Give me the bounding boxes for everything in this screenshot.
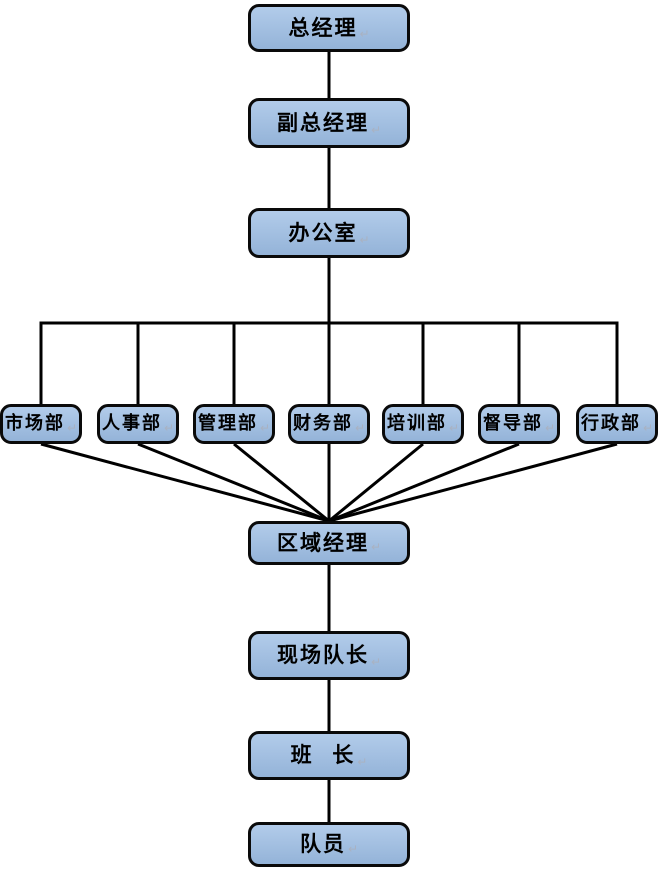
org-node-label: 区域经理: [276, 530, 369, 555]
line-fan-dept-7: [328, 442, 618, 523]
paragraph-mark-icon: ↵: [359, 233, 370, 247]
org-node-label: 管理部: [197, 413, 258, 434]
line-fan-dept-2: [137, 442, 330, 523]
org-node-team-member[interactable]: 队员 ↵: [248, 822, 410, 867]
org-node-office[interactable]: 办公室 ↵: [248, 208, 410, 258]
org-node-label: 总经理: [288, 15, 358, 40]
line-fan-dept-3: [233, 442, 330, 523]
org-node-label: 现场队长: [276, 643, 369, 667]
org-node-label: 人事部: [101, 413, 162, 434]
paragraph-mark-icon: ↵: [370, 123, 382, 137]
org-node-dept-management[interactable]: 管理部 ↵: [193, 404, 275, 444]
org-node-squad-leader[interactable]: 班 长 ↵: [248, 731, 410, 780]
org-node-label: 行政部: [580, 413, 641, 434]
paragraph-mark-icon: ↵: [163, 421, 175, 435]
org-node-label: 培训部: [386, 413, 447, 434]
paragraph-mark-icon: ↵: [347, 842, 359, 856]
paragraph-mark-icon: ↵: [354, 421, 366, 435]
paragraph-mark-icon: ↵: [359, 27, 370, 41]
org-node-regional-manager[interactable]: 区域经理 ↵: [248, 521, 410, 565]
org-node-dept-training[interactable]: 培训部 ↵: [382, 404, 464, 444]
org-node-label: 市场部: [4, 413, 65, 434]
paragraph-mark-icon: ↵: [642, 421, 654, 435]
org-node-site-captain[interactable]: 现场队长 ↵: [248, 631, 410, 680]
line-fan-dept-5: [328, 442, 424, 523]
org-node-label: 班 长: [290, 743, 356, 767]
org-node-dept-marketing[interactable]: 市场部 ↵: [0, 404, 82, 444]
org-node-dept-finance[interactable]: 财务部 ↵: [288, 404, 370, 444]
paragraph-mark-icon: ↵: [357, 755, 368, 769]
org-node-dept-admin[interactable]: 行政部 ↵: [576, 404, 658, 444]
org-node-deputy-general-manager[interactable]: 副总经理 ↵: [248, 98, 410, 148]
org-node-label: 督导部: [482, 413, 543, 434]
org-node-dept-supervision[interactable]: 督导部 ↵: [478, 404, 560, 444]
org-node-label: 副总经理: [276, 110, 369, 135]
paragraph-mark-icon: ↵: [544, 421, 556, 435]
org-node-label: 队员: [299, 832, 346, 856]
paragraph-mark-icon: ↵: [370, 655, 382, 669]
paragraph-mark-icon: ↵: [448, 421, 460, 435]
paragraph-mark-icon: ↵: [370, 540, 382, 554]
org-node-label: 财务部: [292, 413, 353, 434]
line-fan-dept-1: [40, 442, 330, 523]
paragraph-mark-icon: ↵: [66, 421, 78, 435]
line-fan-dept-6: [328, 442, 520, 523]
paragraph-mark-icon: ↵: [259, 421, 271, 435]
org-node-label: 办公室: [288, 220, 358, 245]
org-node-general-manager[interactable]: 总经理 ↵: [248, 4, 410, 52]
org-node-dept-hr[interactable]: 人事部 ↵: [97, 404, 179, 444]
